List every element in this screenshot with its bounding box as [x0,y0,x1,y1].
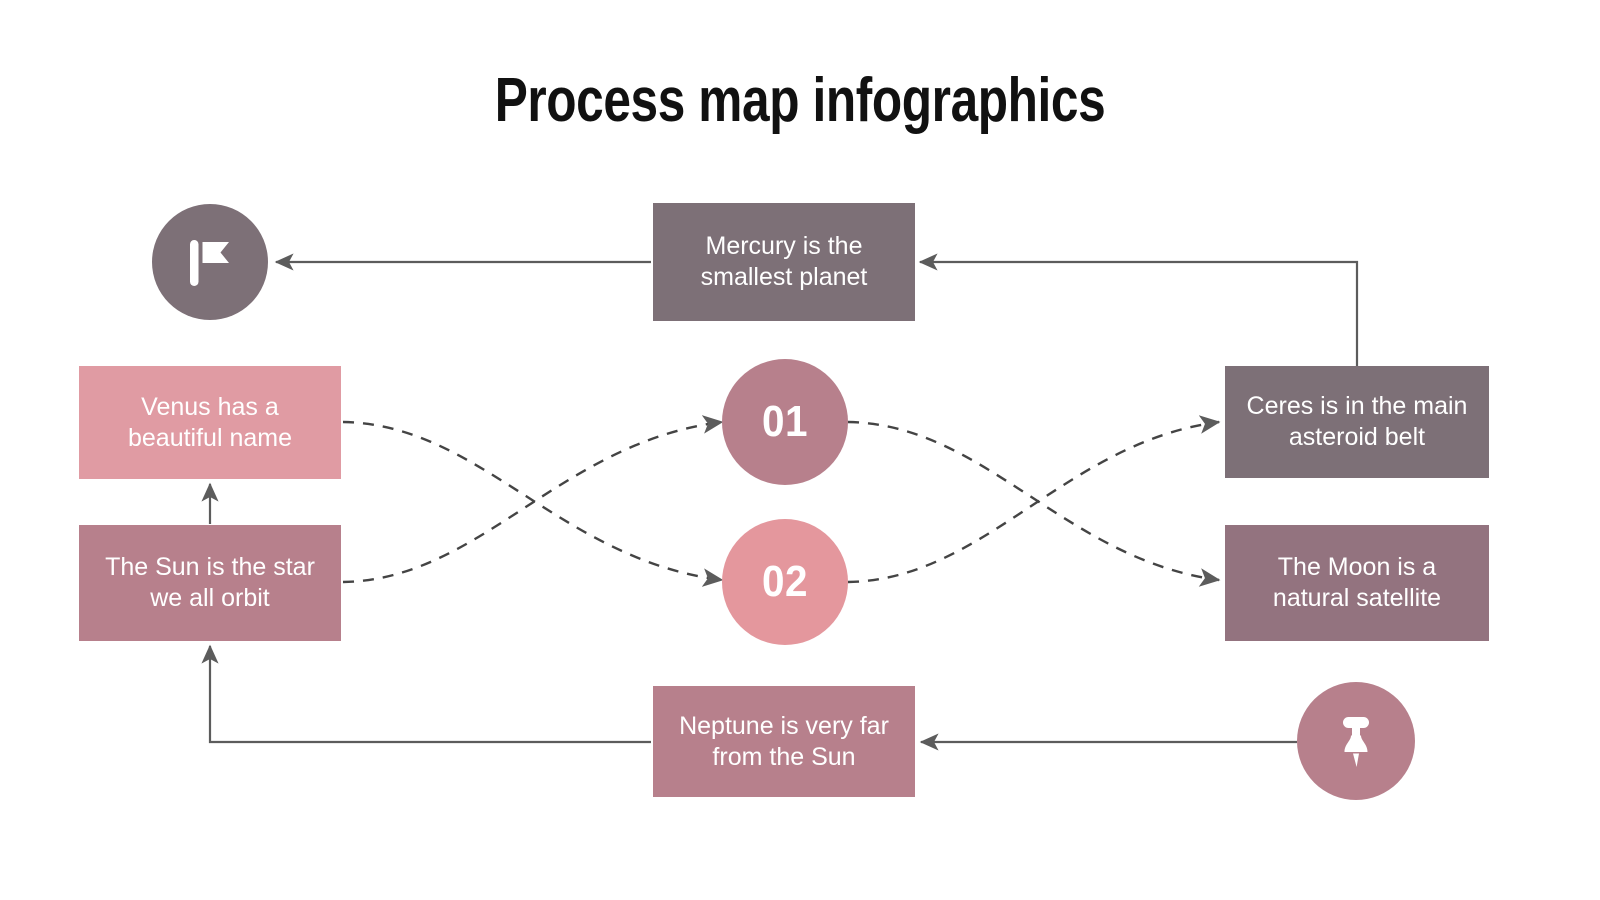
pushpin-icon [1327,710,1385,772]
node-mercury-label-line1: Mercury is the [705,232,863,260]
node-neptune[interactable]: Neptune is very far from the Sun [653,686,915,797]
node-ceres-label: Ceres is in the main asteroid belt [1247,391,1468,453]
step-one-circle[interactable]: 01 [722,359,848,485]
node-ceres-label-line2: asteroid belt [1288,423,1426,451]
pin-badge[interactable] [1297,682,1415,800]
step-one-number: 01 [762,397,808,446]
connector-step-two-to-ceres [847,415,1221,584]
node-moon-label: The Moon is a natural satellite [1273,552,1441,614]
page-title: Process map infographics [494,66,1106,135]
connector-ceres-to-mercury [918,253,1359,366]
node-sun-label: The Sun is the star we all orbit [105,552,315,614]
flag-badge[interactable] [152,204,268,320]
node-ceres-label-line1: Ceres is in the main [1246,392,1468,420]
connector-step-one-to-moon [847,420,1221,587]
node-neptune-label-line2: from the Sun [712,742,856,771]
node-neptune-label-line1: Neptune is very far [679,711,889,740]
node-venus-label-line2: beautiful name [127,423,292,452]
node-neptune-label: Neptune is very far from the Sun [679,711,889,773]
connector-venus-to-step-two [342,420,724,587]
node-mercury[interactable]: Mercury is the smallest planet [653,203,915,321]
node-sun-label-line2: we all orbit [150,584,270,612]
node-venus-label: Venus has a beautiful name [128,392,292,454]
connector-sun-to-step-one [342,415,724,584]
node-mercury-label: Mercury is the smallest planet [701,231,868,293]
node-sun[interactable]: The Sun is the star we all orbit [79,525,341,641]
node-moon[interactable]: The Moon is a natural satellite [1225,525,1489,641]
node-sun-label-line1: The Sun is the star [105,553,315,581]
node-venus[interactable]: Venus has a beautiful name [79,366,341,479]
step-two-number: 02 [762,557,808,606]
node-moon-label-line2: natural satellite [1272,584,1442,612]
step-two-circle[interactable]: 02 [722,519,848,645]
node-mercury-label-line2: smallest planet [700,263,868,291]
flag-icon [179,231,241,293]
connector-neptune-to-sun [201,644,651,744]
node-venus-label-line1: Venus has a [141,392,279,421]
node-ceres[interactable]: Ceres is in the main asteroid belt [1225,366,1489,478]
node-moon-label-line1: The Moon is a [1277,553,1437,581]
